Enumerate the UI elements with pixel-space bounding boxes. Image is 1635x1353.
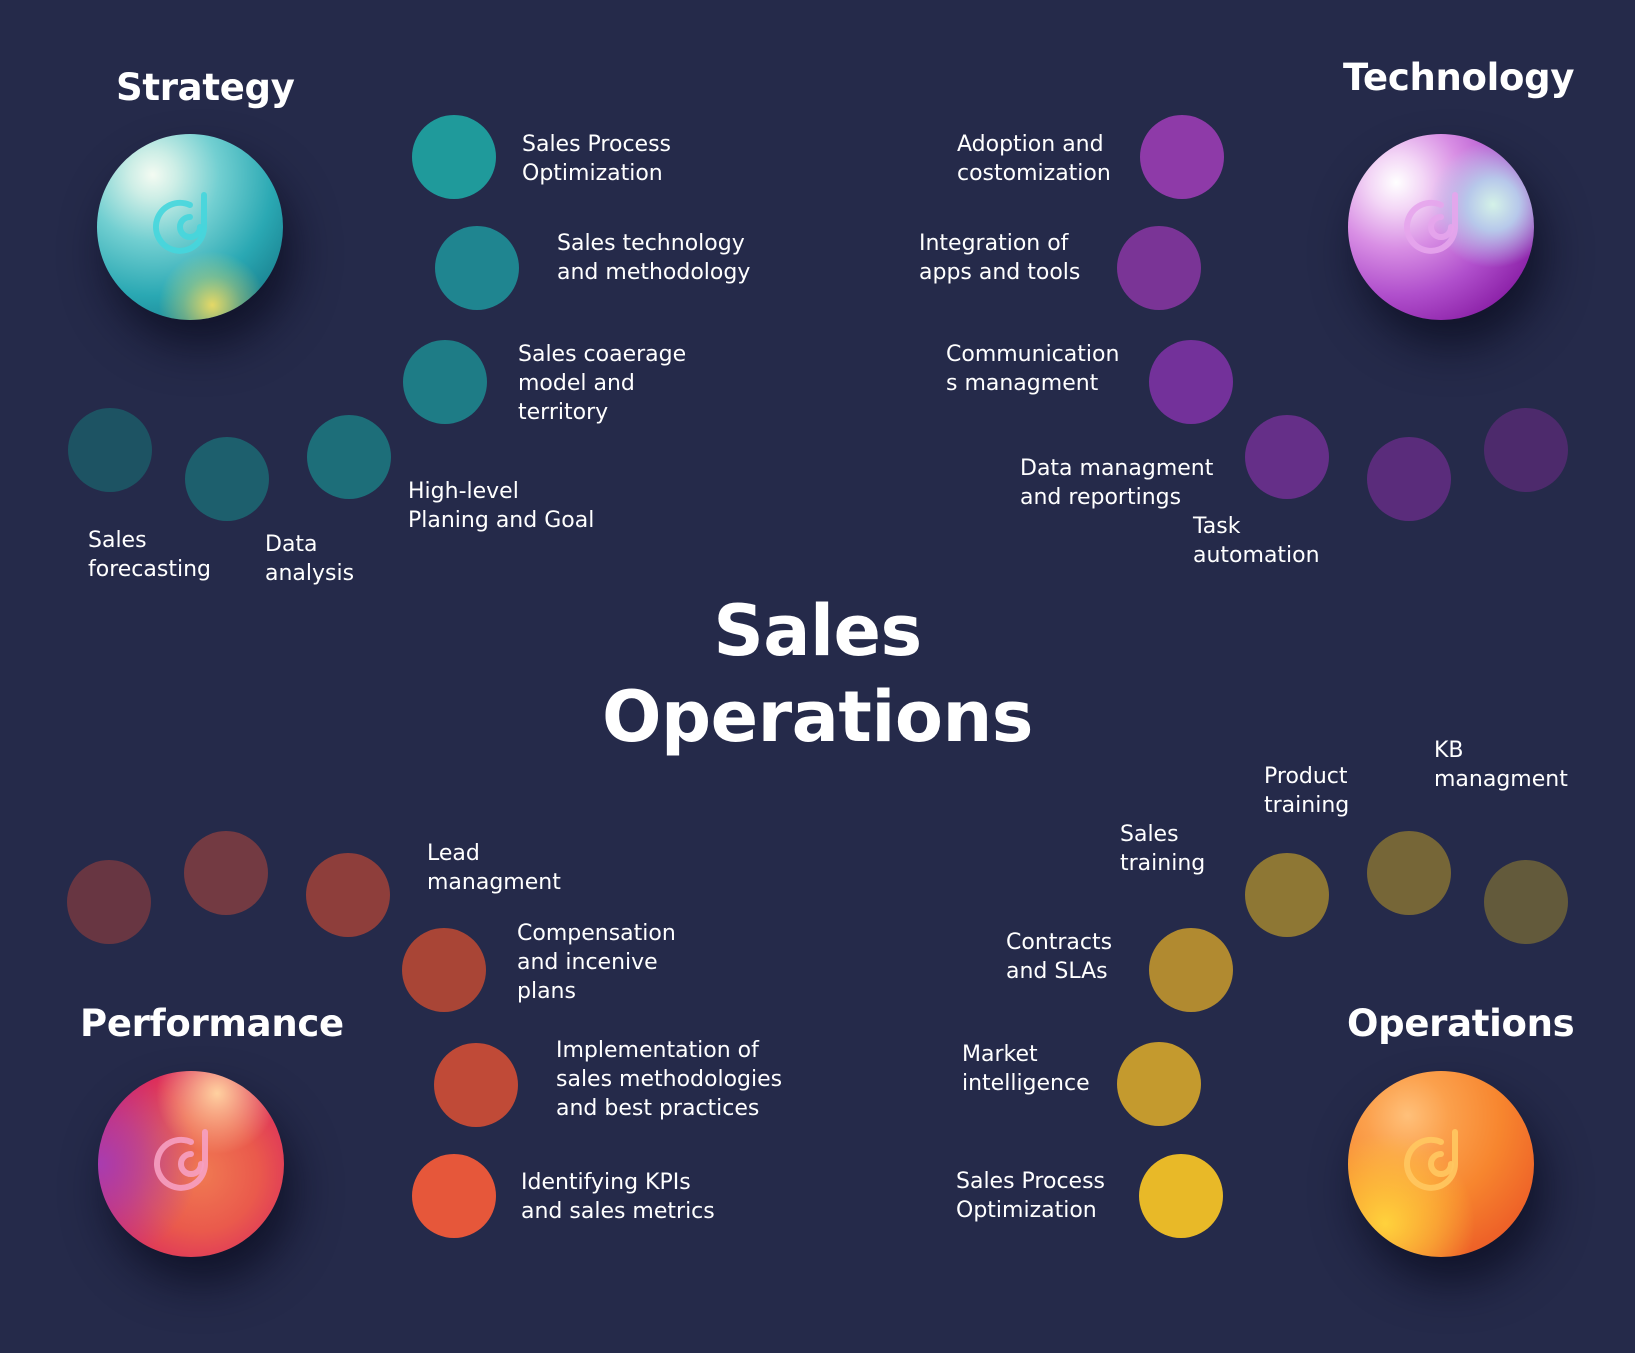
logo-d-icon	[1404, 192, 1458, 254]
performance-item-2: Implementation of sales methodologies an…	[556, 1038, 783, 1121]
logo-d-icon	[154, 1129, 208, 1191]
technology-item-3: Communication s managment	[946, 342, 1120, 396]
operations-dot-6	[1484, 860, 1568, 944]
technology-item-1: Adoption and costomization	[957, 132, 1111, 186]
operations-orb	[1348, 1071, 1534, 1257]
operations-dot-1	[1139, 1154, 1223, 1238]
strategy-item-1: Sales Process Optimization	[522, 132, 672, 186]
strategy-item-5: Data analysis	[265, 532, 355, 586]
strategy-item-6: Sales forecasting	[88, 528, 211, 582]
performance-dot-4	[306, 853, 390, 937]
technology-title: Technology	[1343, 56, 1575, 99]
operations-item-1: Sales Process Optimization	[956, 1169, 1106, 1223]
performance-dot-6	[67, 860, 151, 944]
technology-dot-2	[1117, 226, 1201, 310]
technology-dot-1	[1140, 115, 1224, 199]
performance-dot-2	[434, 1043, 518, 1127]
operations-item-4: Sales training	[1120, 822, 1206, 876]
operations-item-3: Contracts and SLAs	[1006, 930, 1113, 984]
operations-title: Operations	[1347, 1002, 1575, 1045]
center-title: Sales Operations	[0, 588, 1635, 760]
strategy-dot-6	[68, 408, 152, 492]
performance-dot-5	[184, 831, 268, 915]
technology-item-4: Data managment and reportings	[1020, 456, 1214, 510]
technology-item-2: Integration of apps and tools	[919, 231, 1081, 285]
operations-item-5: Product training	[1264, 764, 1350, 818]
performance-dot-1	[412, 1154, 496, 1238]
strategy-dot-4	[307, 415, 391, 499]
operations-item-2: Market intelligence	[962, 1042, 1090, 1096]
operations-dot-3	[1149, 928, 1233, 1012]
strategy-dot-5	[185, 437, 269, 521]
operations-item-6: KB managment	[1434, 738, 1568, 792]
center-title-line2: Operations	[602, 676, 1033, 758]
logo-d-icon	[1404, 1129, 1458, 1191]
operations-dot-4	[1245, 853, 1329, 937]
performance-orb	[98, 1071, 284, 1257]
strategy-dot-3	[403, 340, 487, 424]
performance-item-4: Lead managment	[427, 841, 561, 895]
technology-dot-6	[1484, 408, 1568, 492]
performance-item-1: Identifying KPIs and sales metrics	[521, 1170, 715, 1224]
technology-item-5: Task automation	[1193, 514, 1320, 568]
operations-dot-2	[1117, 1042, 1201, 1126]
strategy-orb	[97, 134, 283, 320]
performance-item-3: Compensation and incenive plans	[517, 921, 676, 1004]
technology-dot-3	[1149, 340, 1233, 424]
strategy-item-4: High-level Planing and Goal	[408, 479, 595, 533]
strategy-dot-1	[412, 115, 496, 199]
center-title-line1: Sales	[713, 590, 922, 672]
performance-title: Performance	[80, 1002, 344, 1045]
technology-dot-5	[1367, 437, 1451, 521]
technology-orb	[1348, 134, 1534, 320]
logo-d-icon	[153, 192, 207, 254]
strategy-item-3: Sales coaerage model and territory	[518, 342, 687, 425]
strategy-item-2: Sales technology and methodology	[557, 231, 751, 285]
strategy-dot-2	[435, 226, 519, 310]
strategy-title: Strategy	[116, 66, 295, 109]
technology-dot-4	[1245, 415, 1329, 499]
performance-dot-3	[402, 928, 486, 1012]
operations-dot-5	[1367, 831, 1451, 915]
